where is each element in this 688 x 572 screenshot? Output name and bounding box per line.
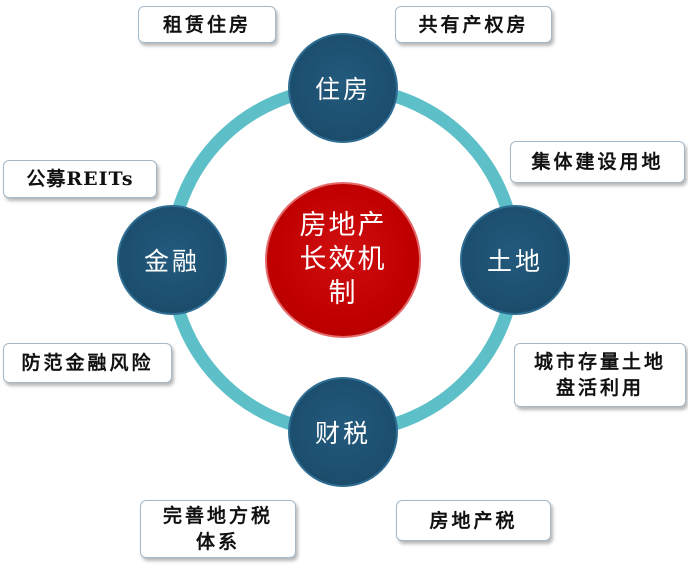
box-financial-risk: 防范金融风险 [3, 343, 172, 383]
node-land-label: 土地 [486, 247, 543, 276]
center-line-3: 制 [328, 278, 358, 309]
box-local-tax-line-2: 体系 [195, 531, 240, 553]
node-finance-label: 金融 [143, 247, 200, 276]
box-urban-land: 城市存量土地 盘活利用 [514, 343, 686, 407]
center-line-1: 房地产 [299, 210, 387, 241]
node-land: 土地 [460, 205, 570, 315]
box-local-tax-line-1: 完善地方税 [162, 505, 273, 527]
node-tax: 财税 [288, 377, 398, 487]
box-local-tax: 完善地方税 体系 [140, 500, 296, 558]
node-tax-label: 财税 [314, 419, 371, 448]
box-financial-risk-label: 防范金融风险 [21, 352, 154, 374]
box-collective-land-label: 集体建设用地 [531, 151, 664, 173]
node-housing-label: 住房 [314, 75, 371, 104]
box-urban-land-line-1: 城市存量土地 [533, 351, 666, 373]
box-rental-housing: 租赁住房 [138, 6, 276, 43]
box-shared-ownership: 共有产权房 [395, 6, 552, 43]
box-property-tax-label: 房地产税 [429, 509, 518, 532]
center-line-2: 长效机 [299, 244, 387, 275]
box-rental-housing-label: 租赁住房 [162, 13, 251, 36]
box-reits-label: 公募REITs [26, 168, 134, 190]
box-reits: 公募REITs [3, 160, 157, 198]
node-housing: 住房 [288, 33, 398, 143]
box-property-tax: 房地产税 [396, 500, 551, 541]
box-urban-land-line-2: 盘活利用 [555, 377, 644, 399]
node-finance: 金融 [117, 205, 227, 315]
box-shared-ownership-label: 共有产权房 [418, 13, 529, 36]
box-collective-land: 集体建设用地 [510, 141, 685, 183]
center-circle-long-term-mechanism: 房地产 长效机 制 [265, 182, 421, 338]
